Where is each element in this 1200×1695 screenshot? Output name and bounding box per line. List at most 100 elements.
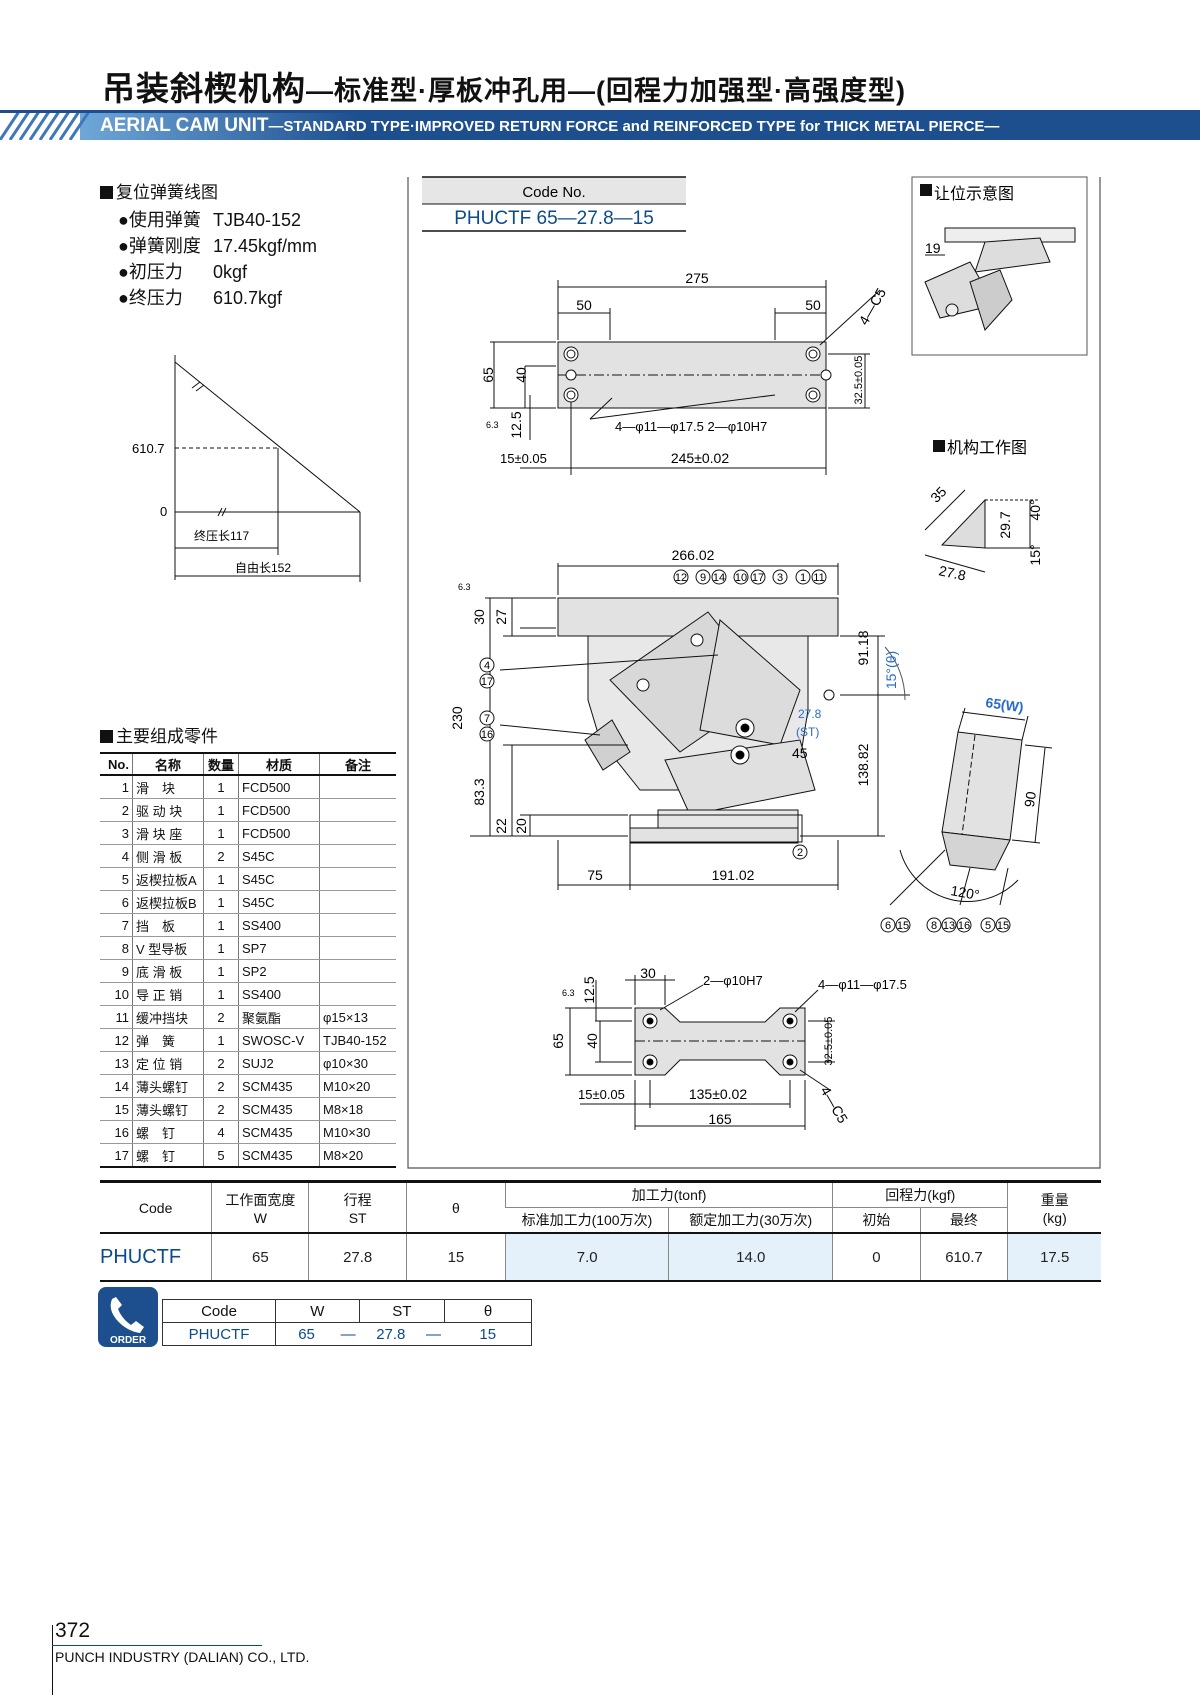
part-material: FCD500 xyxy=(238,821,320,845)
callout: 2 xyxy=(797,847,803,859)
parts-section-title: 主要组成零件 xyxy=(100,722,218,747)
part-note: φ15×13 xyxy=(319,1005,396,1029)
dim-27: 27 xyxy=(493,609,509,625)
dim-12-5: 12.5 xyxy=(508,411,524,438)
order-hdr-theta: θ xyxy=(444,1299,532,1323)
dim-138-82: 138.82 xyxy=(855,743,871,786)
mech-dim-29-7: 29.7 xyxy=(997,511,1013,538)
part-no: 12 xyxy=(100,1028,133,1052)
part-material: FCD500 xyxy=(238,798,320,822)
code-no-label: Code No. xyxy=(522,184,585,201)
order-table: Code W ST θ PHUCTF 65 — 27.8 — 15 xyxy=(162,1299,532,1346)
roughness: 6.3 xyxy=(458,582,471,592)
dim-c5: 4—C5 xyxy=(855,285,889,328)
spring-graph: 610.7 0 终压长117 自由长152 xyxy=(132,355,361,582)
bot-dim-12-5: 12.5 xyxy=(581,976,597,1003)
part-material: SP2 xyxy=(238,959,320,983)
order-val-code: PHUCTF xyxy=(162,1322,276,1346)
order-val-st: 27.8 xyxy=(359,1322,423,1346)
bot-dim-40: 40 xyxy=(584,1033,600,1049)
dim-30: 30 xyxy=(471,609,487,625)
bot-dim-165: 165 xyxy=(708,1111,732,1127)
part-name: 底 滑 板 xyxy=(132,959,204,983)
part-qty: 1 xyxy=(203,1028,239,1052)
hdr-force-std: 标准加工力(100万次) xyxy=(505,1207,669,1234)
callout: 1 xyxy=(800,572,806,584)
order-val-theta: 15 xyxy=(444,1322,532,1346)
part-qty: 1 xyxy=(203,821,239,845)
part-qty: 4 xyxy=(203,1120,239,1144)
cell-force-std: 7.0 xyxy=(504,1232,669,1282)
dim-40: 40 xyxy=(513,367,529,383)
part-qty: 1 xyxy=(203,982,239,1006)
dim-83-3: 83.3 xyxy=(471,778,487,805)
spec-value: 17.45kgf/mm xyxy=(213,236,318,256)
hdr-weight-sub: (kg) xyxy=(1042,1209,1067,1226)
callout: 17 xyxy=(481,676,493,688)
title-sub: —标准型·厚板冲孔用—(回程力加强型·高强度型) xyxy=(306,76,906,106)
dim-32-5: 32.5±0.05 xyxy=(853,356,865,405)
side-angle: 120° xyxy=(949,882,980,903)
part-material: SUJ2 xyxy=(238,1051,320,1075)
callout: 6 xyxy=(885,920,891,932)
cell-force-rated: 14.0 xyxy=(668,1232,833,1282)
part-no: 14 xyxy=(100,1074,133,1098)
callout: 11 xyxy=(813,572,824,584)
parts-header-row: No. 名称 数量 材质 备注 xyxy=(100,752,396,776)
part-qty: 2 xyxy=(203,1005,239,1029)
callout: 9 xyxy=(700,572,706,584)
col-no: No. xyxy=(100,752,133,776)
spec-label: ●使用弹簧 xyxy=(118,210,201,230)
part-qty: 1 xyxy=(203,775,239,799)
spec-label: ●初压力 xyxy=(118,262,183,282)
bot-dim-65: 65 xyxy=(550,1033,566,1049)
callout: 14 xyxy=(713,572,725,584)
mech-dim-27-8: 27.8 xyxy=(937,562,967,583)
part-name: 返楔拉板A xyxy=(132,867,204,891)
part-name: 螺 钉 xyxy=(132,1143,204,1168)
hdr-force: 加工力(tonf) xyxy=(504,1180,833,1208)
part-name: 定 位 销 xyxy=(132,1051,204,1075)
callout: 15 xyxy=(997,920,1009,932)
hdr-code: Code xyxy=(100,1180,212,1234)
part-note: M8×18 xyxy=(319,1097,396,1121)
cell-st: 27.8 xyxy=(308,1232,407,1282)
cell-weight: 17.5 xyxy=(1007,1232,1101,1282)
part-material: SCM435 xyxy=(238,1097,320,1121)
bot-dim-32-5: 32.5±0.05 xyxy=(823,1017,835,1066)
hdr-theta: θ xyxy=(405,1180,506,1234)
dim-65: 65 xyxy=(480,367,496,383)
side-w: 65(W) xyxy=(985,694,1025,715)
callout: 15 xyxy=(897,920,909,932)
drawing-frame xyxy=(407,177,1101,1169)
dim-191-02: 191.02 xyxy=(712,867,755,883)
part-qty: 1 xyxy=(203,890,239,914)
dim-22: 22 xyxy=(493,818,509,834)
part-no: 17 xyxy=(100,1143,133,1168)
part-note xyxy=(319,982,396,1006)
subtitle-en-sub: —STANDARD TYPE·IMPROVED RETURN FORCE and… xyxy=(268,118,1000,135)
roughness: 6.3 xyxy=(486,420,499,430)
dim-230: 230 xyxy=(449,706,465,730)
page-title: 吊装斜楔机构—标准型·厚板冲孔用—(回程力加强型·高强度型) xyxy=(102,62,906,110)
part-name: 薄头螺钉 xyxy=(132,1074,204,1098)
hdr-return: 回程力(kgf) xyxy=(832,1180,1008,1208)
part-qty: 5 xyxy=(203,1143,239,1168)
cell-theta: 15 xyxy=(405,1232,506,1282)
footer-divider xyxy=(52,1625,53,1695)
dim-st-label: (ST) xyxy=(796,725,819,739)
roughness: 6.3 xyxy=(562,988,575,998)
callout: 10 xyxy=(735,572,747,584)
part-no: 9 xyxy=(100,959,133,983)
